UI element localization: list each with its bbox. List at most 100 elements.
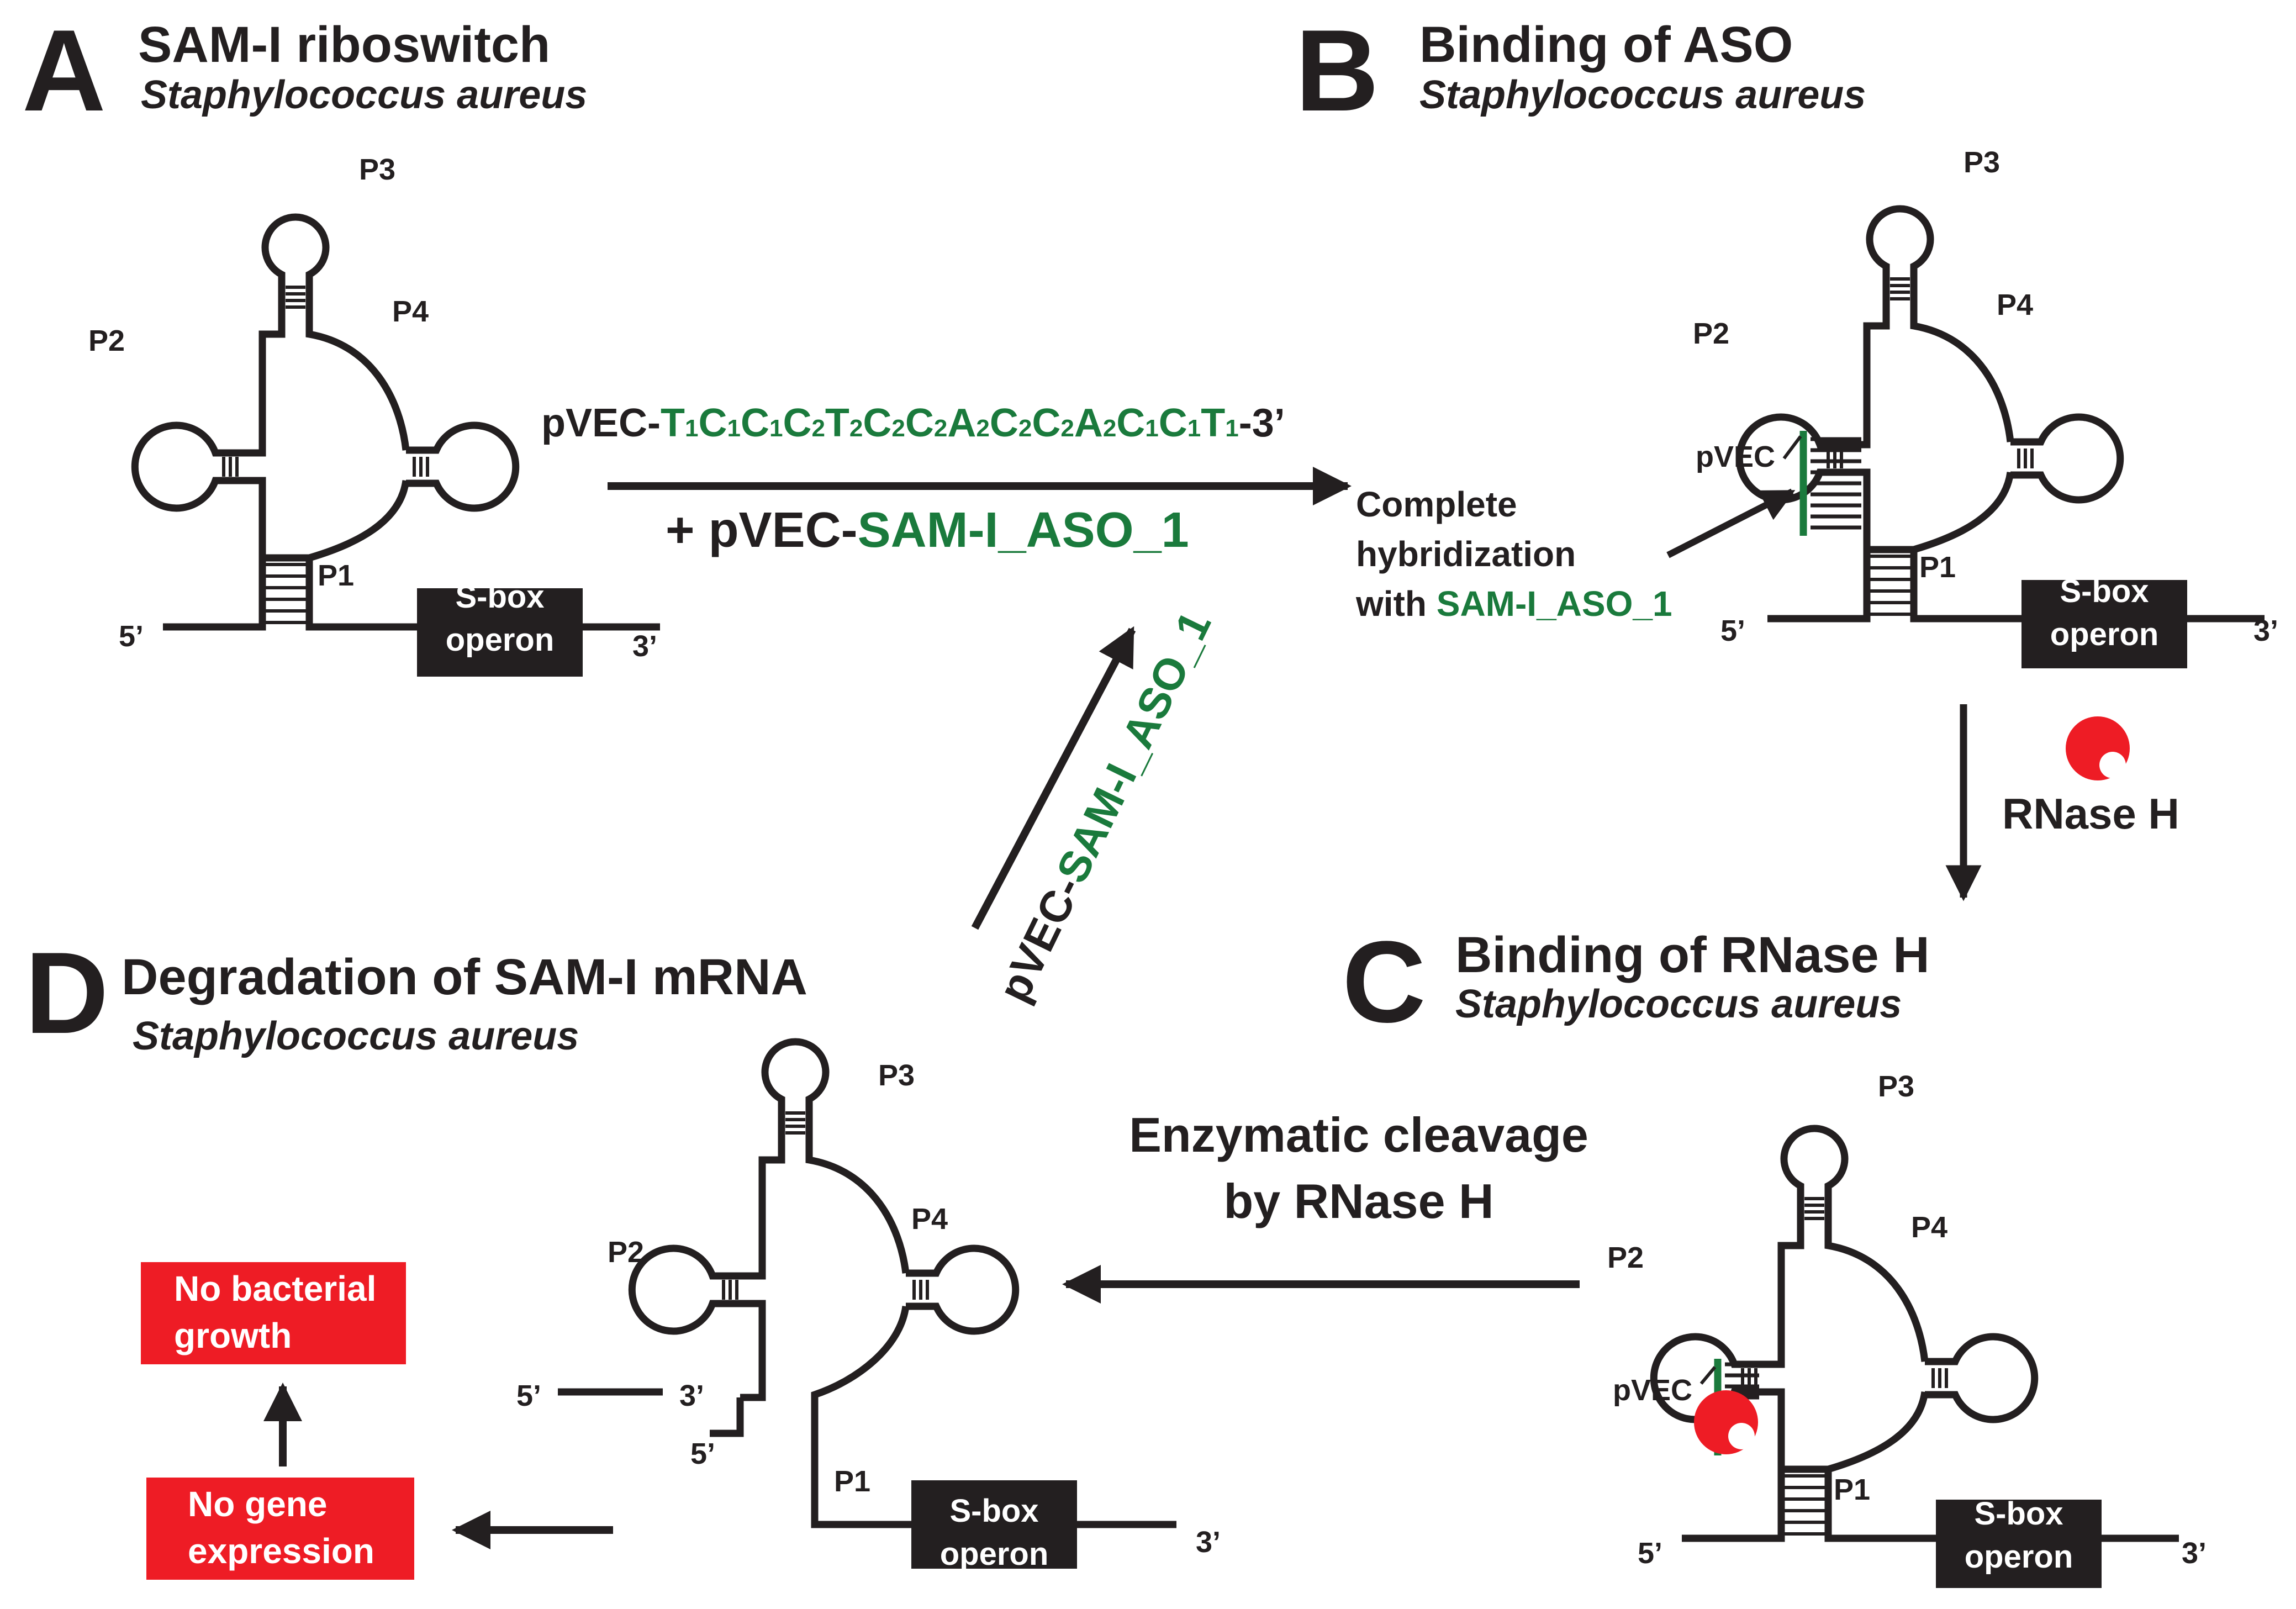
- no-expression-line2: expression: [188, 1531, 374, 1571]
- riboswitch-d: [558, 1038, 1176, 1528]
- operon-label-d: operon: [940, 1536, 1049, 1572]
- label-pvec-b: pVEC: [1696, 440, 1775, 473]
- operon-label-c: operon: [1965, 1539, 2073, 1575]
- label-p1-d: P1: [834, 1465, 870, 1498]
- seq-base-7: A: [947, 401, 976, 445]
- seq-mod-9: 2: [1060, 415, 1074, 442]
- label-p4-c: P4: [1911, 1211, 1947, 1244]
- arrow-a-to-b: pVEC-T1C1C1C2T2C2C2A2C2C2A2C1C1T1-3’ + p…: [541, 401, 1352, 558]
- seq-mod-5: 2: [891, 415, 905, 442]
- arrow-b-to-c: RNase H: [1945, 704, 2179, 901]
- panel-a-title: SAM-I riboswitch: [138, 17, 550, 73]
- panel-b-organism: Staphylococcus aureus: [1419, 73, 1866, 117]
- cleavage-label-line1: Enzymatic cleavage: [1129, 1107, 1588, 1162]
- label-p4-d: P4: [911, 1202, 948, 1236]
- label-p1-c: P1: [1834, 1473, 1870, 1506]
- panel-d-title: Degradation of SAM-I mRNA: [122, 949, 807, 1005]
- hybrid-note-line2: hybridization: [1356, 534, 1576, 574]
- label-5prime: 5’: [119, 620, 144, 653]
- seq-mod-4: 2: [849, 415, 863, 442]
- no-growth-box: [141, 1262, 406, 1364]
- label-3prime-d: 3’: [1196, 1526, 1221, 1559]
- sbox-label-d: S-box: [949, 1493, 1038, 1529]
- panel-a-organism: Staphylococcus aureus: [141, 73, 587, 117]
- label-p3-b: P3: [1964, 146, 2000, 179]
- diagonal-label: pVEC-SAM-I_ASO_1: [989, 604, 1220, 1009]
- seq-mod-11: 1: [1145, 415, 1158, 442]
- seq-base-1: C: [698, 401, 727, 445]
- plus-aso-label: + pVEC-SAM-I_ASO_1: [666, 503, 1189, 558]
- seq-base-10: A: [1074, 401, 1103, 445]
- hybrid-note-line3: with SAM-I_ASO_1: [1355, 584, 1672, 624]
- label-p3: P3: [359, 153, 395, 186]
- panel-c-organism: Staphylococcus aureus: [1455, 982, 1902, 1026]
- hybrid-note-aso: SAM-I_ASO_1: [1437, 584, 1672, 624]
- label-p2-c: P2: [1607, 1241, 1644, 1274]
- seq-mod-0: 1: [685, 415, 698, 442]
- panel-d: D Degradation of SAM-I mRNA Staphylococc…: [25, 928, 1221, 1580]
- label-3prime-b: 3’: [2253, 614, 2278, 647]
- arrow-d-to-a: pVEC-SAM-I_ASO_1: [971, 604, 1220, 1009]
- panel-b-title: Binding of ASO: [1419, 17, 1793, 73]
- rnase-label: RNase H: [2002, 789, 2179, 838]
- seq-mod-7: 2: [976, 415, 989, 442]
- label-p1: P1: [318, 559, 354, 592]
- panel-letter-a: A: [22, 6, 106, 135]
- label-p2: P2: [88, 324, 125, 357]
- seq-base-11: C: [1116, 401, 1145, 445]
- seq-base-8: C: [990, 401, 1018, 445]
- panel-letter-d: D: [25, 928, 109, 1058]
- sbox-label-c: S-box: [1974, 1496, 2063, 1532]
- panel-letter-c: C: [1342, 917, 1426, 1047]
- label-3prime-frag: 3’: [679, 1379, 704, 1412]
- seq-base-0: T: [661, 401, 685, 445]
- label-3prime: 3’: [632, 630, 657, 663]
- label-p4-b: P4: [1997, 288, 2033, 321]
- label-3prime-c: 3’: [2182, 1537, 2207, 1570]
- label-5prime-c: 5’: [1638, 1537, 1662, 1570]
- seq-mod-2: 1: [769, 415, 783, 442]
- no-expression-line1: No gene: [188, 1484, 327, 1524]
- sbox-box-d: [911, 1480, 1077, 1569]
- riboswitch-b: [1739, 209, 2265, 668]
- riboswitch-a: [135, 217, 660, 677]
- seq-base-3: C: [783, 401, 811, 445]
- label-p2-b: P2: [1693, 317, 1729, 350]
- seq-mod-12: 1: [1187, 415, 1201, 442]
- sbox-label: S-box: [455, 579, 544, 615]
- plus-aso-name: SAM-I_ASO_1: [858, 503, 1189, 558]
- label-5prime-d: 5’: [690, 1437, 715, 1470]
- seq-suffix: -3’: [1239, 401, 1285, 445]
- riboswitch-c: [1654, 1128, 2179, 1588]
- seq-base-6: C: [905, 401, 934, 445]
- no-growth-line2: growth: [174, 1316, 292, 1355]
- seq-base-9: C: [1032, 401, 1060, 445]
- no-expression-box: [146, 1478, 414, 1580]
- label-p3-c: P3: [1878, 1070, 1914, 1103]
- operon-label-b: operon: [2050, 616, 2159, 652]
- seq-base-13: T: [1201, 401, 1225, 445]
- arrow-shaft-da: [971, 626, 1136, 930]
- panel-d-organism: Staphylococcus aureus: [133, 1014, 579, 1058]
- panel-c: C Binding of RNase H Staphylococcus aure…: [1342, 917, 2207, 1588]
- label-p4: P4: [392, 295, 429, 328]
- seq-mod-10: 2: [1103, 415, 1116, 442]
- seq-base-4: T: [825, 401, 849, 445]
- seq-base-12: C: [1159, 401, 1187, 445]
- no-growth-line1: No bacterial: [174, 1269, 376, 1309]
- plus-prefix: + pVEC-: [666, 503, 858, 558]
- sbox-label-b: S-box: [2060, 573, 2149, 609]
- seq-base-5: C: [863, 401, 891, 445]
- seq-mod-1: 1: [727, 415, 740, 442]
- panel-letter-b: B: [1295, 6, 1379, 135]
- seq-mod-6: 2: [934, 415, 947, 442]
- panel-c-title: Binding of RNase H: [1455, 927, 1930, 983]
- label-p1-b: P1: [1919, 551, 1956, 584]
- hybrid-note-prefix: with: [1355, 584, 1437, 624]
- diagonal-prefix: pVEC-: [989, 869, 1091, 1010]
- label-5prime-b: 5’: [1720, 614, 1745, 647]
- seq-mod-3: 2: [811, 415, 825, 442]
- label-pvec-c: pVEC: [1613, 1374, 1692, 1407]
- panel-b: B Binding of ASO Staphylococcus aureus P…: [1295, 6, 2278, 668]
